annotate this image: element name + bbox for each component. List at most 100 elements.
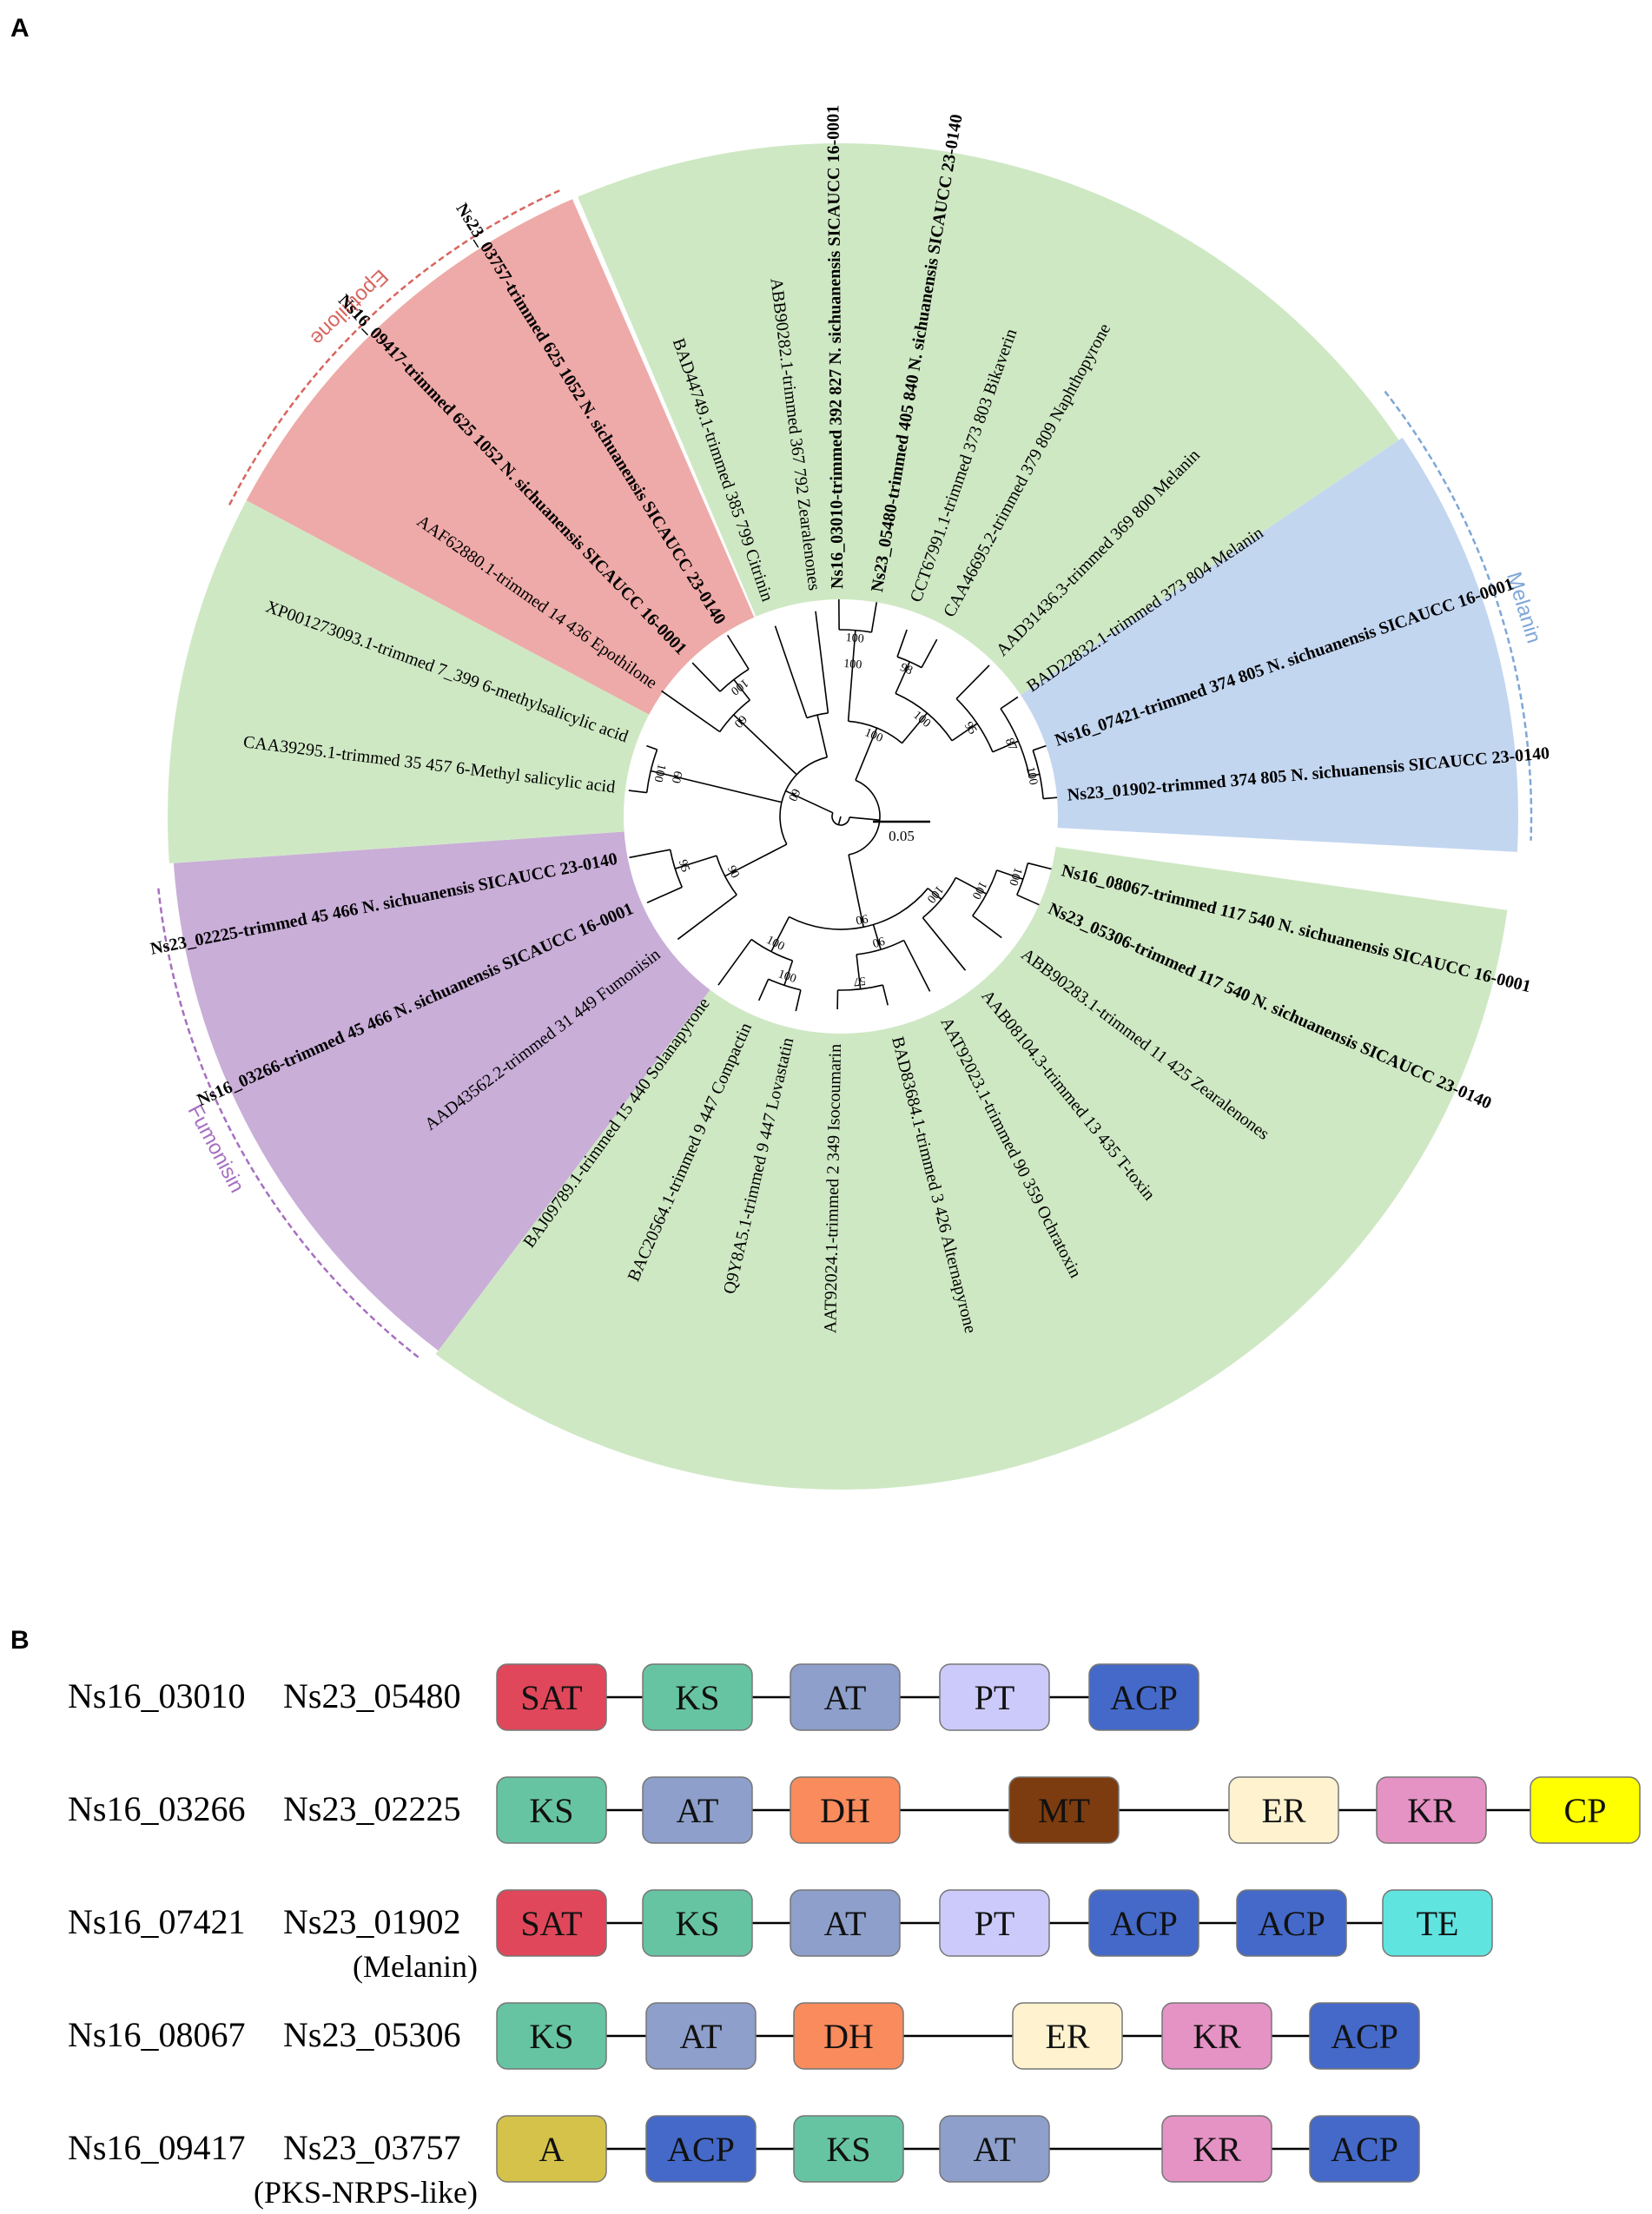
branch	[847, 656, 855, 722]
branch	[872, 924, 882, 950]
bootstrap-label: 100	[1006, 866, 1024, 888]
domain-box-acp	[1236, 1889, 1347, 1957]
gene-label-ns23: Ns23_01902	[283, 1902, 460, 1941]
branch	[856, 939, 905, 955]
branch	[1032, 750, 1044, 799]
branch	[774, 625, 808, 718]
domain-label: PT	[975, 1678, 1015, 1717]
domain-box-kr	[1161, 2002, 1272, 2070]
domain-box-ks	[496, 1776, 607, 1844]
branch	[770, 916, 790, 952]
gene-label-ns23: Ns23_05480	[283, 1676, 460, 1715]
branch	[628, 790, 647, 794]
branch	[1028, 773, 1041, 777]
domain-label: AT	[974, 2130, 1016, 2169]
branch	[677, 894, 737, 941]
branch	[837, 816, 842, 825]
domain-label: ER	[1261, 1791, 1305, 1830]
bootstrap-label: 57	[853, 974, 867, 988]
panel-b-label: B	[10, 1626, 30, 1655]
branch	[733, 714, 797, 776]
domain-box-ks	[642, 1889, 753, 1957]
branch	[1000, 708, 1030, 777]
domain-box-pt	[939, 1663, 1050, 1731]
domain-box-at	[790, 1889, 901, 1957]
leaf-label: Ns16_03010-trimmed 392 827 N. sichuanens…	[823, 105, 847, 589]
branch	[972, 915, 1002, 939]
domain-label: ACP	[1258, 1904, 1325, 1943]
branch	[750, 938, 793, 962]
branch	[645, 749, 658, 793]
branch	[855, 727, 878, 781]
arc-fumonisin	[157, 888, 420, 1358]
bootstrap-label: 100	[1023, 766, 1040, 787]
branch	[837, 984, 883, 991]
domain-box-mt	[1008, 1776, 1120, 1844]
branch	[951, 723, 978, 742]
branch	[783, 960, 794, 986]
branch	[1000, 696, 1019, 710]
branch	[1028, 862, 1052, 870]
domain-label: ER	[1045, 2017, 1089, 2056]
domain-label: KR	[1193, 2017, 1241, 2056]
branch	[717, 939, 752, 986]
domain-box-ks	[642, 1663, 753, 1731]
bootstrap-label: 90	[855, 911, 869, 927]
gene-label-ns23: Ns23_02225	[283, 1789, 460, 1828]
branch	[921, 638, 938, 669]
branch	[785, 790, 834, 814]
domain-box-er	[1012, 2002, 1123, 2070]
branch	[901, 712, 928, 744]
branch	[895, 692, 953, 742]
branch	[724, 843, 788, 877]
branch	[661, 690, 721, 733]
domain-label: KR	[1193, 2130, 1241, 2169]
domain-box-sat	[496, 1889, 607, 1957]
tree-branches	[628, 599, 1058, 1012]
branch	[849, 816, 880, 821]
bootstrap-label: 87	[1002, 737, 1019, 753]
branch	[646, 886, 683, 903]
branch	[848, 720, 903, 744]
bootstrap-label: 100	[651, 763, 667, 783]
domain-label: ACP	[1110, 1678, 1178, 1717]
bootstrap-label: 98	[898, 661, 915, 677]
gene-label-ns16: Ns16_03010	[68, 1676, 245, 1715]
domain-label: KS	[529, 1791, 573, 1830]
branch	[789, 888, 928, 930]
domain-label: CP	[1564, 1791, 1607, 1830]
domain-label: KS	[826, 2130, 870, 2169]
branch	[955, 664, 990, 700]
gene-label-ns16: Ns16_08067	[68, 2015, 245, 2054]
bootstrap-label: 60	[669, 770, 684, 784]
branch	[870, 602, 878, 633]
domain-box-te	[1382, 1889, 1493, 1957]
scale-bar: 0.05	[873, 820, 930, 844]
bootstrap-label: 90	[870, 934, 886, 949]
domain-box-acp	[1309, 2115, 1420, 2183]
branch	[996, 869, 1024, 881]
domain-box-at	[790, 1663, 901, 1731]
domain-box-at	[642, 1776, 753, 1844]
bootstrap-label: 95	[961, 720, 979, 737]
branch	[1016, 894, 1040, 906]
domain-box-at	[939, 2115, 1050, 2183]
branch	[896, 629, 908, 658]
branch	[1043, 796, 1058, 800]
branch	[927, 888, 942, 901]
branch	[815, 611, 829, 713]
gene-label-ns23: Ns23_05306	[283, 2015, 460, 2054]
bootstrap-label: 100	[862, 726, 884, 745]
domain-label: PT	[975, 1904, 1015, 1943]
domain-label: KS	[529, 2017, 573, 2056]
bootstrap-label: 95	[676, 858, 692, 874]
branch	[895, 661, 911, 694]
domain-label: DH	[823, 2017, 874, 2056]
